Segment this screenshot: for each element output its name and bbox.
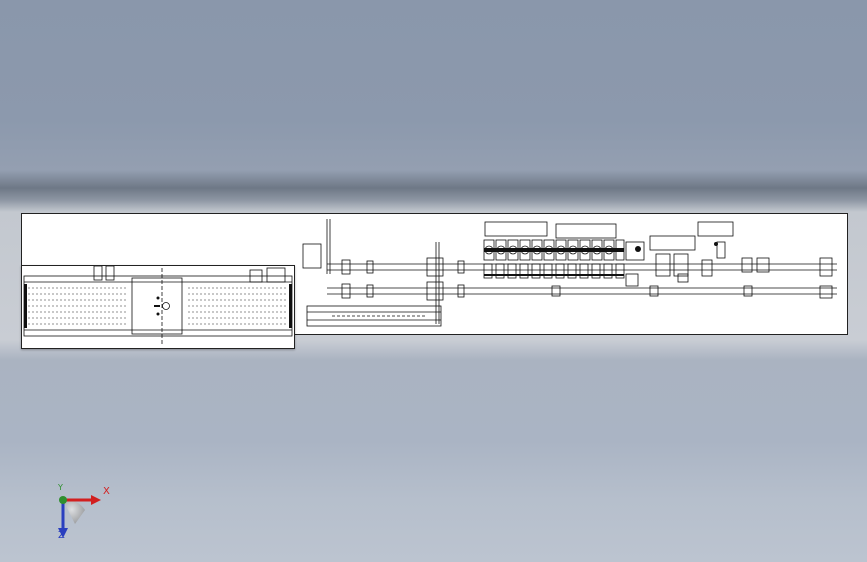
drawing-inset-section[interactable]	[21, 265, 295, 349]
coordinate-triad[interactable]	[45, 482, 115, 547]
x-axis-label: X	[103, 486, 110, 497]
triad-graphic	[58, 495, 101, 538]
y-axis-label: Y	[58, 483, 63, 492]
conveyor-section-drawing	[23, 266, 293, 346]
main-assembly-drawing	[302, 219, 837, 327]
z-axis-label: Z	[58, 530, 65, 541]
y-axis-point	[59, 496, 67, 504]
triad-sphere	[63, 499, 85, 524]
